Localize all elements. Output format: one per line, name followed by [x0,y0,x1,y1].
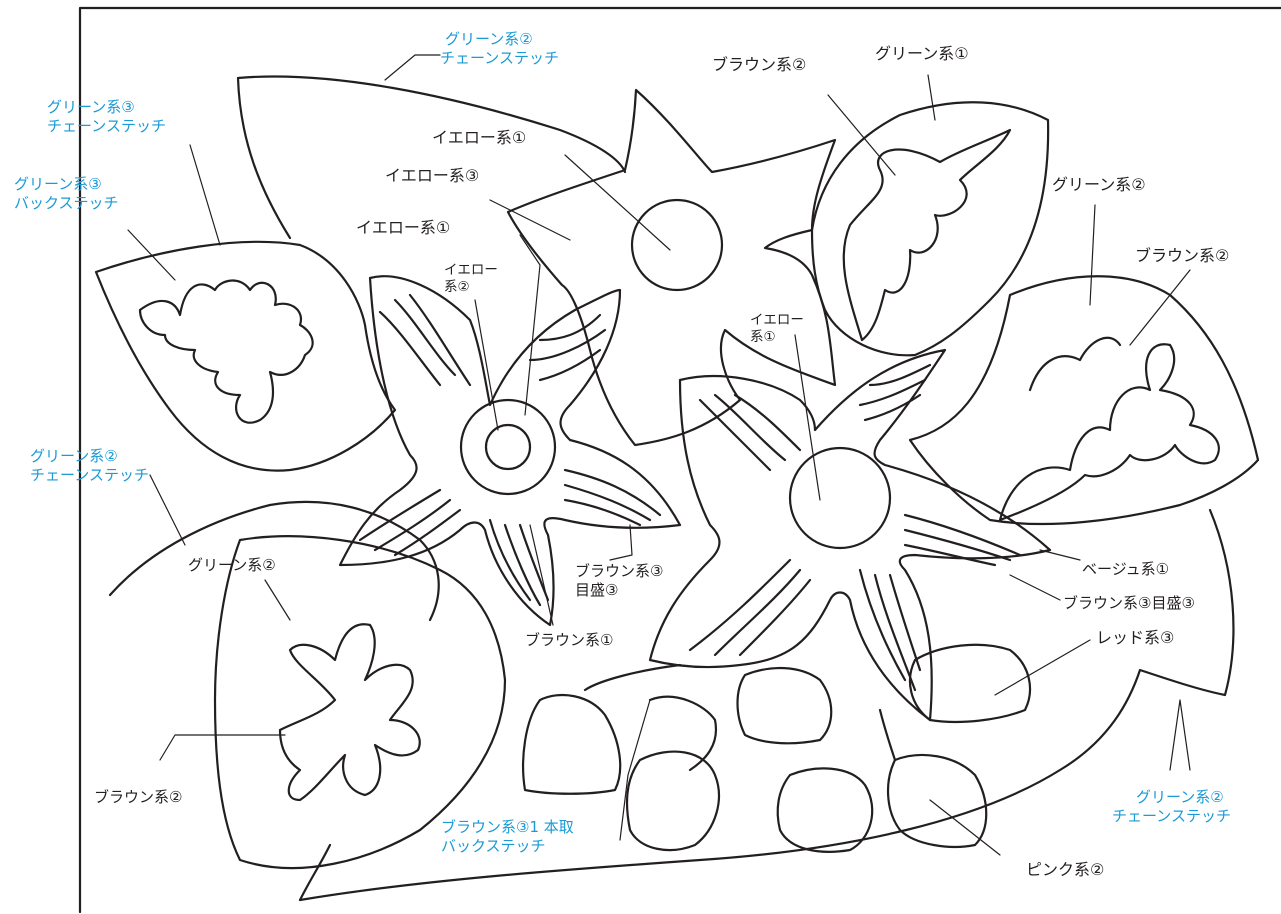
label-brown3-scale-right: ブラウン系③目盛③ [1063,594,1195,612]
label-green1: グリーン系① [875,44,969,63]
leaf-right [908,275,1260,526]
label-green2-chain-top: グリーン系② チェーンステッチ [440,30,559,67]
flower-left-center-inner [484,423,532,471]
stone-link-2 [878,708,897,762]
label-brown2-bottomleft: ブラウン系② [94,788,183,806]
label-brown2-top: ブラウン系② [712,55,807,74]
yellow-star-flower [506,88,837,447]
stone-5 [776,767,874,853]
leaf-left-top-vein [138,279,314,424]
label-green3-chain: グリーン系③ チェーンステッチ [47,98,166,135]
label-green3-back: グリーン系③ バックステッチ [14,175,119,212]
label-brown1: ブラウン系① [525,631,614,649]
flower-right-petal-veins [688,363,1022,692]
flower-left-petal-veins [358,293,662,607]
page-border [78,6,1281,914]
label-green2-chain-br: グリーン系② チェーンステッチ [1112,788,1231,825]
label-green2-right: グリーン系② [1052,175,1146,194]
leaf-base-left-edge [298,843,332,902]
stone-link [583,663,682,692]
label-yellow2: イエロー 系② [444,262,498,295]
leaf-top-left [236,75,627,240]
label-brown2-right: ブラウン系② [1135,246,1230,265]
stone-1 [522,693,622,795]
stone-6 [908,643,1032,724]
flower-left [338,275,682,627]
leader-lines [127,54,1191,856]
label-green2-chain-left: グリーン系② チェーンステッチ [30,447,149,484]
flower-left-center-outer [459,398,557,496]
leaf-right-inner [1028,336,1122,392]
label-yellow3: イエロー系③ [385,166,480,185]
leaf-bottom-left-vein [278,623,421,802]
leaf-left-top [94,240,397,472]
leaf-top-right-vein [842,128,1012,342]
leaf-base [298,508,1235,902]
leaf-top-right [810,101,1050,357]
label-beige1: ベージュ系① [1082,560,1170,578]
label-brown3-back: ブラウン系③1 本取 バックステッチ [441,818,574,855]
leaf-right-vein [998,343,1220,522]
label-yellow1-top: イエロー系① [432,128,527,147]
label-yellow1-mid: イエロー系① [356,218,451,237]
flower-right-center [788,446,892,550]
flower-right [648,348,1052,722]
stone-7 [886,753,988,848]
label-yellow1-right: イエロー 系① [750,312,804,345]
label-pink2: ピンク系② [1026,860,1105,879]
label-red3: レッド系③ [1096,628,1175,647]
yellow-star-center [630,198,724,292]
stone-3 [736,667,833,745]
label-green2-leftleaf: グリーン系② [188,556,276,574]
leaf-bottom-left-big [213,535,507,870]
label-brown3-scale: ブラウン系③ 目盛③ [575,562,664,599]
stone-4 [625,750,720,852]
stone-2 [648,695,718,772]
